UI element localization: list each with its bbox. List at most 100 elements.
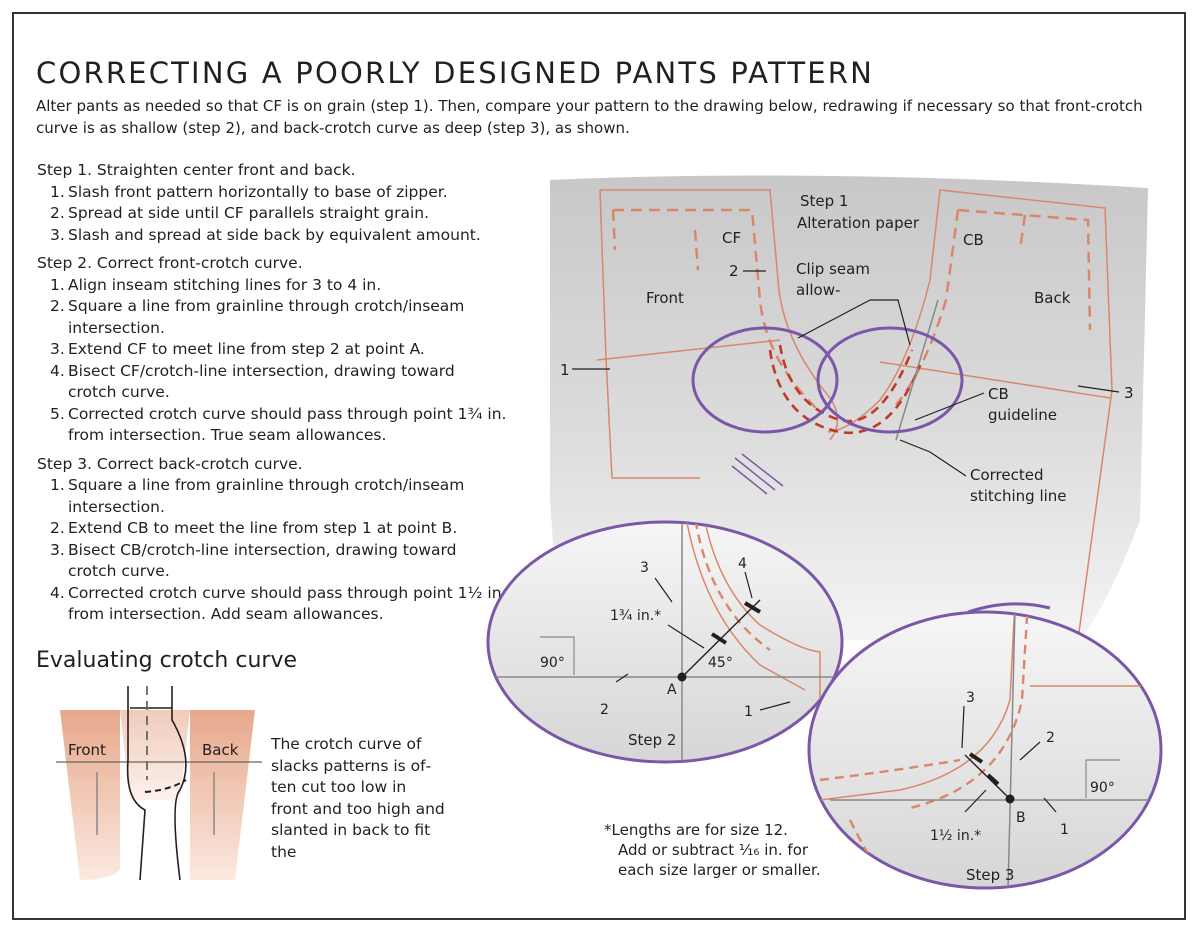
cb-label: CB — [963, 231, 984, 249]
cb-guideline-label-2: guideline — [988, 406, 1057, 424]
evaluating-text: The crotch curve of slacks patterns is o… — [271, 735, 445, 861]
step-group-2: Step 2. Correct front-crotch curve.1.Ali… — [37, 253, 507, 447]
back-stitching-line — [895, 208, 1092, 406]
step-item-number: 5. — [50, 404, 65, 423]
step-heading: Step 1. Straighten center front and back… — [37, 161, 356, 179]
marker-2: 2 — [729, 262, 739, 280]
step-items: 1.Slash front pattern horizontally to ba… — [37, 182, 507, 247]
intro-text: Alter pants as needed so that CF is on g… — [36, 97, 1143, 137]
step-item-number: 1. — [50, 275, 65, 294]
step-item-number: 3. — [50, 540, 65, 559]
step3-leader-lines — [961, 705, 1057, 813]
evaluating-illustration — [56, 686, 262, 881]
step2-marker-4: 4 — [738, 556, 747, 572]
step-item: 2.Extend CB to meet the line from step 1… — [37, 518, 507, 540]
front-crotch-highlight — [691, 326, 839, 434]
step-item-text: Bisect CB/crotch-line intersection, draw… — [68, 540, 457, 581]
step-item-number: 1. — [50, 182, 65, 201]
step-item-number: 1. — [50, 476, 65, 494]
corrected-label-2: stitching line — [970, 487, 1067, 505]
figure-frame — [12, 12, 1186, 920]
step1-leader-lines — [572, 270, 1120, 477]
marker-3: 3 — [1124, 384, 1134, 402]
size-footnote: *Lengths are for size 12. Add or subtrac… — [604, 820, 864, 880]
evaluating-front-label: Front — [68, 741, 106, 759]
step-item-text: Slash and spread at side back by equival… — [68, 225, 481, 244]
step3-detail — [819, 612, 1161, 888]
evaluating-back-label: Back — [202, 741, 239, 759]
step2-point-a: A — [667, 682, 677, 698]
cb-guideline — [895, 299, 939, 441]
step-item-text: Align inseam stitching lines for 3 to 4 … — [68, 275, 382, 294]
step-item-text: Slash front pattern horizontally to base… — [68, 182, 448, 201]
step-group-3: Step 3. Correct back-crotch curve. 1.Squa… — [37, 454, 507, 626]
step3-point-b: B — [1016, 810, 1026, 826]
back-crotch-highlight — [816, 326, 964, 434]
footnote-line-1: *Lengths are for size 12. — [604, 821, 788, 839]
step-item-text: Square a line from grainline through cro… — [68, 476, 465, 516]
step-item-text: Corrected crotch curve should pass throu… — [68, 404, 507, 445]
step-item: 5.Corrected crotch curve should pass thr… — [37, 404, 507, 447]
step3-measure-label: 1½ in.* — [930, 828, 981, 844]
step-item: 1.Square a line from grainline through c… — [37, 475, 507, 518]
cb-guideline-label-1: CB — [988, 385, 1009, 403]
step-item-text: Square a line from grainline through cro… — [68, 297, 465, 337]
cf-label: CF — [722, 229, 741, 247]
step-item-number: 3. — [50, 340, 65, 358]
evaluating-title: Evaluating crotch curve — [36, 648, 297, 673]
step2-detail — [490, 522, 842, 762]
step-items: 1.Align inseam stitching lines for 3 to … — [37, 275, 507, 447]
step-heading: Step 3. Correct back-crotch curve. — [37, 454, 303, 473]
step-item-text: Bisect CF/crotch-line intersection, draw… — [68, 361, 455, 402]
step3-marker-2: 2 — [1046, 730, 1055, 746]
step-item: 4.Bisect CF/crotch-line intersection, dr… — [37, 361, 507, 404]
step2-marker-2: 2 — [600, 702, 609, 718]
corrected-label-1: Corrected — [970, 466, 1044, 484]
marker-1: 1 — [560, 361, 570, 379]
step-item-number: 2. — [50, 297, 65, 315]
step2-marker-3: 3 — [640, 560, 649, 576]
step-item: 1.Slash front pattern horizontally to ba… — [37, 182, 507, 204]
step2-marker-1: 1 — [744, 704, 753, 720]
step1-label: Step 1 — [800, 192, 848, 210]
step3-circle-bg — [807, 610, 1163, 890]
steps-list: Step 1. Straighten center front and back… — [37, 160, 507, 633]
step2-45-label: 45° — [708, 655, 733, 671]
zoom-cue — [731, 453, 784, 495]
step-item: 3.Slash and spread at side back by equiv… — [37, 225, 507, 247]
front-label: Front — [646, 289, 684, 307]
step-item-number: 3. — [50, 225, 65, 244]
front-pattern-piece — [596, 189, 839, 479]
step2-circle-bg — [486, 520, 844, 764]
step3-90-label: 90° — [1090, 780, 1115, 796]
step-item: 3.Bisect CB/crotch-line intersection, dr… — [37, 540, 507, 583]
step-group-1: Step 1. Straighten center front and back… — [37, 160, 507, 246]
step-items: 1.Square a line from grainline through c… — [37, 475, 507, 626]
step2-90-label: 90° — [540, 655, 565, 671]
footnote-line-2: Add or subtract ¹⁄₁₆ in. for — [618, 841, 809, 859]
page-title: CORRECTING A POORLY DESIGNED PANTS PATTE… — [36, 56, 875, 90]
footnote-line-3: each size larger or smaller. — [618, 861, 821, 879]
back-label: Back — [1034, 289, 1071, 307]
step-item-number: 2. — [50, 519, 65, 537]
step-item-text: Extend CF to meet line from step 2 at po… — [68, 340, 425, 358]
step-item: 2.Spread at side until CF parallels stra… — [37, 203, 507, 225]
step3-marker-3: 3 — [966, 690, 975, 706]
step2-measure-label: 1¾ in.* — [610, 608, 661, 624]
step3-arrow — [967, 602, 1051, 614]
step3-label: Step 3 — [966, 866, 1014, 884]
step-item-number: 2. — [50, 204, 65, 222]
clip-seam-label-2: allow- — [796, 281, 840, 299]
step-item: 2.Square a line from grainline through c… — [37, 296, 507, 339]
step-item-text: Spread at side until CF parallels straig… — [68, 204, 430, 222]
step2-leader-lines — [615, 571, 791, 711]
clip-seam-label-1: Clip seam — [796, 260, 870, 278]
step2-label: Step 2 — [628, 731, 676, 749]
step-item: 1.Align inseam stitching lines for 3 to … — [37, 275, 507, 297]
step-item-text: Extend CB to meet the line from step 1 a… — [68, 519, 458, 537]
step-item: 3.Extend CF to meet line from step 2 at … — [37, 339, 507, 361]
step-item-number: 4. — [50, 583, 65, 602]
step-item-text: Corrected crotch curve should pass throu… — [68, 583, 507, 624]
alteration-paper-label: Alteration paper — [797, 214, 920, 232]
step-item: 4.Corrected crotch curve should pass thr… — [37, 583, 507, 626]
